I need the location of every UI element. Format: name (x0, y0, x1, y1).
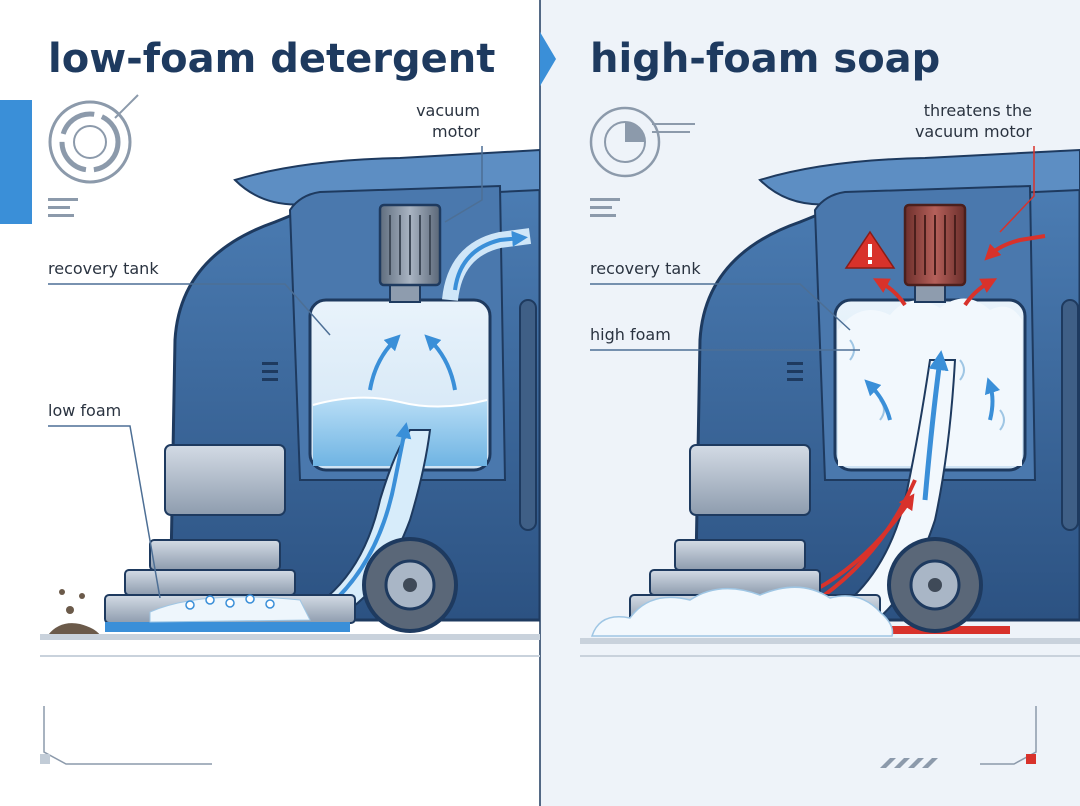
leader-line (48, 425, 161, 599)
floor-right (580, 638, 1080, 644)
left-scrubber (48, 148, 540, 635)
right-scrubber (590, 148, 1080, 637)
rear-bar (1061, 299, 1079, 531)
front-bumper (164, 444, 286, 516)
left-accent-bar (0, 100, 32, 224)
circular-gauge-icon (48, 94, 139, 184)
chevron-right-icon (540, 32, 556, 86)
dirt-particle (66, 606, 74, 614)
air-arrow (984, 377, 1001, 421)
front-bumper (689, 444, 811, 516)
label-low-foam: low foam (48, 401, 121, 420)
label-high-foam: high foam (590, 325, 671, 344)
red-arrow (963, 278, 998, 307)
suction-arrow (922, 350, 949, 501)
leader-line (444, 146, 483, 223)
left-title: low-foam detergent (48, 36, 495, 82)
rear-bar (519, 299, 537, 531)
floor-left (40, 634, 540, 640)
scrub-brush-left (105, 622, 350, 632)
red-arrow (814, 493, 915, 592)
leader-line (48, 283, 331, 336)
air-arrow (864, 379, 892, 421)
high-foam-overflow (590, 586, 894, 637)
frame-corner (980, 706, 1037, 765)
frame-corner (43, 706, 212, 765)
label-threatens-motor: threatens the (924, 101, 1032, 120)
label-recovery-tank-left: recovery tank (48, 259, 159, 278)
suction-arrow (328, 422, 412, 607)
svg-text:motor: motor (432, 122, 480, 141)
label-vacuum-motor: vacuum (416, 101, 480, 120)
svg-text:vacuum motor: vacuum motor (915, 122, 1032, 141)
leader-line (590, 283, 851, 331)
text-lines-icon (590, 198, 620, 217)
leader-line (999, 146, 1035, 233)
air-arrow (424, 334, 457, 391)
water-surface (312, 396, 488, 408)
label-recovery-tank-right: recovery tank (590, 259, 701, 278)
red-arrow (984, 234, 1046, 261)
hash-marks (880, 758, 938, 768)
right-title: high-foam soap (590, 36, 940, 82)
dirt-pile (48, 623, 100, 635)
pie-gauge-icon (589, 106, 695, 178)
exhaust-arrow (453, 230, 528, 291)
text-lines-icon (48, 198, 78, 217)
warning-triangle-icon (844, 230, 896, 269)
air-arrow (368, 334, 401, 391)
red-arrow (872, 278, 907, 307)
